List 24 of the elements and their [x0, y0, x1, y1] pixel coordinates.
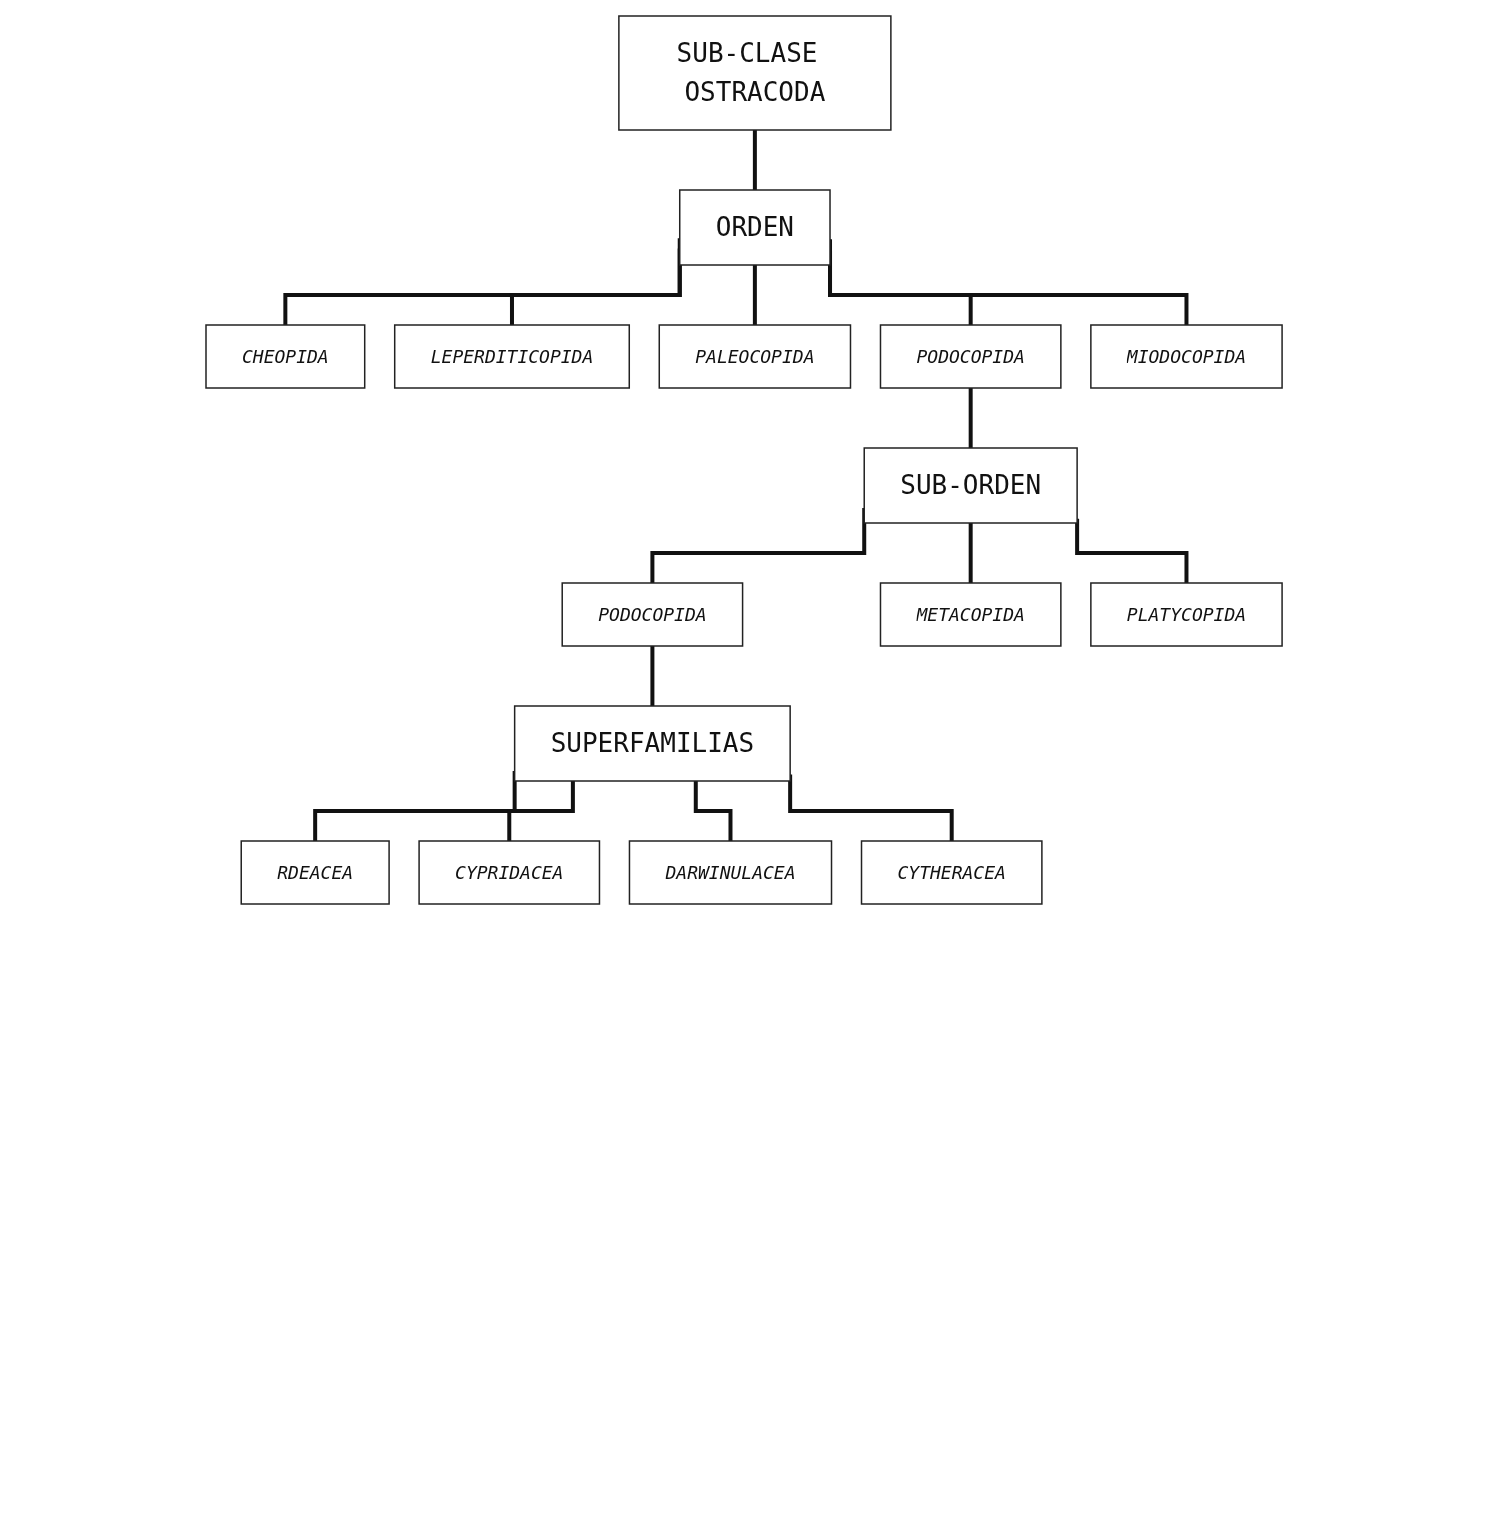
node-box: PLATYCOPIDA — [1090, 582, 1283, 647]
node-box: PODOCOPIDA — [561, 582, 744, 647]
node-box: METACOPIDA — [879, 582, 1062, 647]
node-box: SUB-CLASE OSTRACODA — [618, 15, 892, 131]
connector — [968, 388, 973, 450]
node-box: DARWINULACEA — [628, 840, 833, 905]
connector — [693, 781, 733, 843]
node-box: PODOCOPIDA — [879, 324, 1062, 389]
node-box: PALEOCOPIDA — [658, 324, 852, 389]
connector — [752, 265, 757, 327]
connector — [752, 130, 757, 192]
node-box: LEPERDITICOPIDA — [393, 324, 630, 389]
node-box: CYPRIDACEA — [418, 840, 601, 905]
connector — [650, 646, 655, 708]
node-box: SUB-ORDEN — [863, 447, 1078, 524]
node-box: SUPERFAMILIAS — [513, 705, 791, 782]
node-box: CHEOPIDA — [205, 324, 366, 389]
node-box: CYTHERACEA — [860, 840, 1043, 905]
connector — [507, 781, 575, 843]
node-box: ORDEN — [678, 189, 831, 266]
node-box: MIODOCOPIDA — [1090, 324, 1283, 389]
connector — [1075, 518, 1189, 585]
node-box: RDEACEA — [240, 840, 390, 905]
connector — [968, 523, 973, 585]
